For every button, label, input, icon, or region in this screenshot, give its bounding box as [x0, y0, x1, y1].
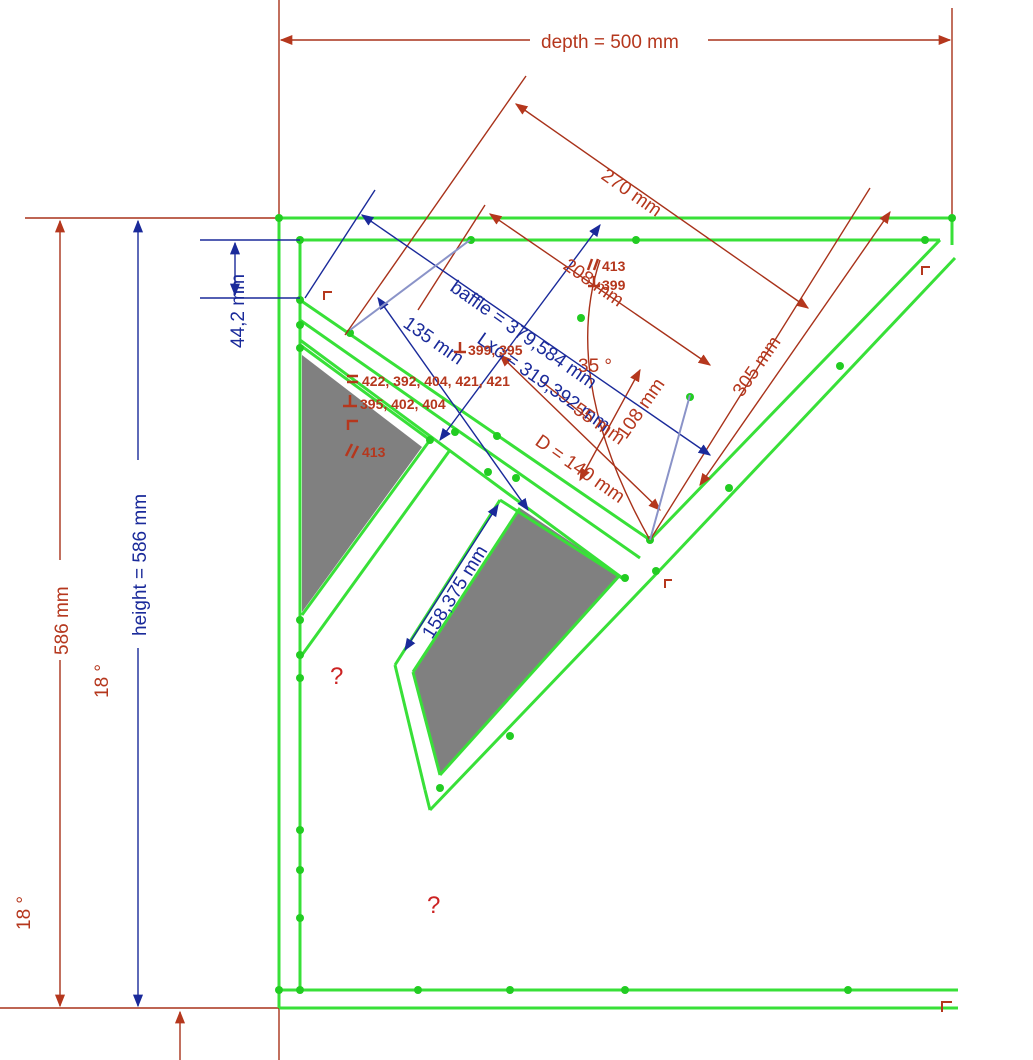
- annotation-413-top: 413: [602, 258, 626, 274]
- parallel-icon: [586, 258, 600, 271]
- perpendicular-icon: [343, 395, 357, 408]
- annotation-399-top: 399: [602, 277, 626, 293]
- lxc-dim-line: [439, 223, 601, 442]
- unknown-marker: ?: [330, 663, 343, 690]
- dim-305-label: 305 mm: [729, 333, 786, 401]
- baffle-faint-a: [349, 239, 471, 331]
- dim-270-ext-a: [344, 75, 527, 336]
- dim-305-line: [699, 210, 891, 487]
- perpendicular-icon: [454, 342, 466, 354]
- corner-icon: [664, 579, 672, 588]
- baffle-faint-b: [649, 394, 691, 541]
- angle-18-mid-label: 18 °: [92, 664, 113, 698]
- unknown-marker: ?: [427, 892, 440, 919]
- parallel-icon: [344, 443, 360, 459]
- depth-label-bg: [533, 28, 705, 54]
- equal-icon: [347, 374, 358, 384]
- annotation-395: 395, 402, 404: [360, 396, 446, 412]
- height-blue-label: height = 586 mm: [130, 494, 151, 636]
- angle-35-label: 35 °: [578, 356, 612, 377]
- dim-270-label: 270 mm: [597, 165, 665, 222]
- left-chamber-panel: [302, 355, 422, 612]
- annotation-422: 422, 392, 404, 421, 421: [362, 373, 510, 389]
- angle-18-low-label: 18 °: [14, 896, 35, 930]
- height-red-label: 586 mm: [52, 586, 73, 655]
- height-red-label-bg: [48, 560, 72, 660]
- dim-108-label: 108 mm: [613, 375, 670, 443]
- annotation-413-low: 413: [362, 444, 386, 460]
- corner-icon: [921, 266, 930, 275]
- height-blue-label-bg: [126, 460, 150, 648]
- right-chamber-panel: [413, 508, 620, 775]
- corner-icon: [323, 291, 332, 300]
- baffle-dim-ext: [304, 189, 376, 299]
- dim-44-label: 44,2 mm: [228, 274, 249, 348]
- dim-158-line: [404, 503, 499, 652]
- perpendicular-icon: [588, 276, 600, 288]
- depth-label: depth = 500 mm: [541, 32, 679, 53]
- corner-icon: [941, 1001, 952, 1012]
- board-outlines: [277, 216, 958, 1010]
- annotation-399-395: 399, 395: [468, 342, 523, 358]
- corner-icon: [346, 419, 358, 430]
